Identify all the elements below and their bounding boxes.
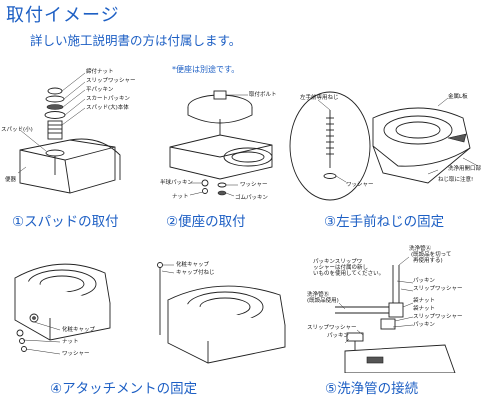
page-title: 取付イメージ <box>6 5 120 26</box>
label-screw-caution: ねじ取に注意! <box>438 177 474 183</box>
panel-cap-fixing: 化粧キャップ キャップ付ねじ <box>150 255 305 375</box>
label-new-parts-note1: パッキンスリップワ <box>313 259 363 265</box>
label-metal-l-plate: 金属L板 <box>448 94 468 100</box>
label-new-parts-note3: いものを使用してください。 <box>313 271 385 277</box>
label-capped-screw: キャップ付ねじ <box>176 270 215 276</box>
label-pipe-packing-1: パッキン <box>413 278 435 284</box>
seat-illustration <box>169 90 273 197</box>
panel-spud-install: 締付ナット スリップワッシャー 平パッキン スカートパッキン スパッド(大)本体… <box>0 55 160 205</box>
label-pipe-slip-washer-2: スリップワッシャー <box>413 314 463 320</box>
page-subtitle: 詳しい施工説明書の方は付属します。 <box>30 33 242 48</box>
caption-left-screw: ③左手前ねじの固定 <box>324 214 445 230</box>
label-flush-pipe-a-note2: 再使用する) <box>413 258 443 264</box>
label-cap-nut-2: 袋ナット <box>413 306 436 312</box>
panel-seat-install: 取付ボルト 半球パッキン ワッシャー ナット ゴムパッキン <box>160 75 310 205</box>
label-flush-pipe-b: 洗浄管Ⓑ <box>307 292 330 298</box>
label-seat-washer: ワッシャー <box>240 182 268 188</box>
label-front-left-screw: 左手前専用ねじ <box>300 95 339 101</box>
cap-fixing-illustration <box>157 262 286 364</box>
seat-sold-separately-note: *便座は別途です。 <box>172 65 240 74</box>
label-toilet-bowl: 便器 <box>5 177 17 183</box>
panel-attachment: 化粧キャップ ナット ワッシャー <box>0 248 160 370</box>
label-decorative-cap: 化粧キャップ <box>62 327 96 333</box>
label-pipe-slip-washer-3: スリップワッシャー <box>307 325 357 331</box>
label-flat-packing: 平パッキン <box>86 87 114 93</box>
label-seat-nut: ナット <box>172 194 189 200</box>
attachment-illustration <box>14 263 111 355</box>
caption-seat-install: ②便座の取付 <box>166 214 246 230</box>
label-attachment-nut: ナット <box>62 339 79 345</box>
caption-flush-pipe: ⑤洗浄管の接続 <box>325 381 419 397</box>
label-new-parts-note2: ッシャーは付属の新し <box>313 265 369 271</box>
panel-left-screw: 左手前専用ねじ 金属L板 洗浄用開口部 ワッシャー ねじ取に注意! <box>288 88 493 206</box>
label-tightening-nut: 締付ナット <box>86 69 114 75</box>
label-cap-nut-1: 袋ナット <box>413 298 436 304</box>
label-pipe-packing-3: パッキン <box>327 333 349 339</box>
label-cap-decorative: 化粧キャップ <box>176 262 210 268</box>
caption-spud-install: ①スパッドの取付 <box>12 214 119 230</box>
label-screw-washer: ワッシャー <box>346 182 374 188</box>
label-flush-pipe-a-note1: (既設品を切って <box>411 252 452 258</box>
label-pipe-packing-2: パッキン <box>413 322 435 328</box>
label-pipe-slip-washer-1: スリップワッシャー <box>413 286 463 292</box>
label-attachment-washer: ワッシャー <box>62 351 90 357</box>
panel-flush-pipe: 洗浄管Ⓐ (既設品を切って 再使用する) パッキンスリップワ ッシャーは付属の新… <box>305 245 493 373</box>
label-hemisphere-packing: 半球パッキン <box>160 180 193 186</box>
label-slip-washer: スリップワッシャー <box>86 78 136 84</box>
caption-attachment: ④アタッチメントの固定 <box>50 381 198 397</box>
label-rubber-packing: ゴムパッキン <box>235 195 268 201</box>
label-spud-small: スパッド(小) <box>1 127 33 133</box>
label-skirt-packing: スカートパッキン <box>86 96 130 102</box>
label-flush-pipe-a: 洗浄管Ⓐ <box>409 246 432 252</box>
spud-illustration <box>17 72 121 194</box>
flush-pipe-illustration <box>335 256 456 373</box>
label-spud-large: スパッド(大)本体 <box>86 105 129 111</box>
label-flush-opening: 洗浄用開口部 <box>448 166 482 172</box>
left-screw-illustration <box>289 91 479 201</box>
label-mounting-bolt: 取付ボルト <box>249 92 277 98</box>
label-flush-pipe-b-note: (既設品使用) <box>307 298 339 304</box>
